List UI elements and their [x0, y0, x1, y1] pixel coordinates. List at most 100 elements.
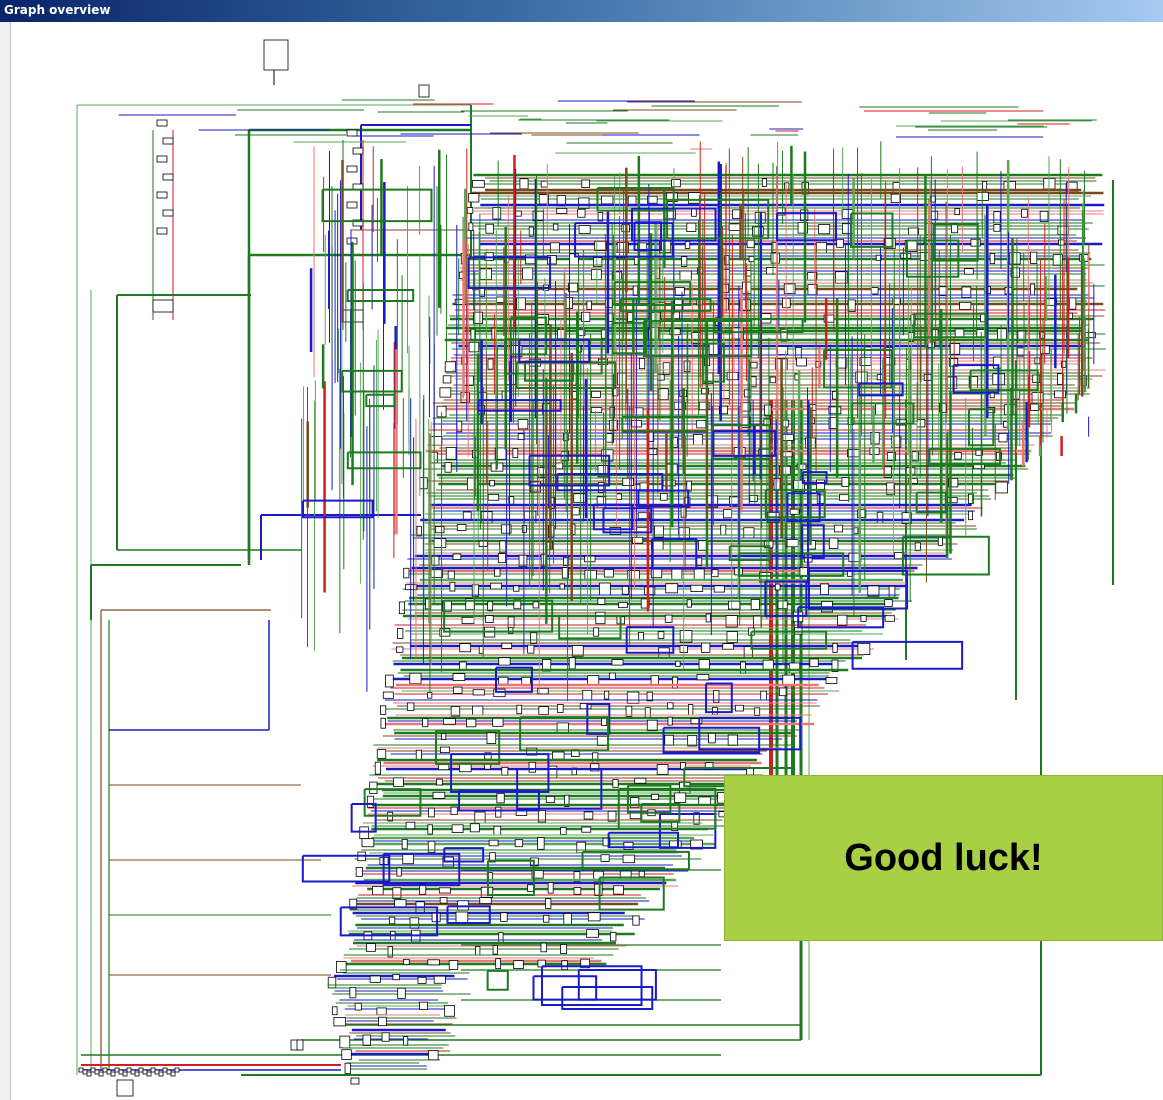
node-box[interactable] — [381, 1032, 390, 1042]
node-box[interactable] — [646, 719, 658, 732]
node-box[interactable] — [612, 779, 619, 788]
node-box[interactable] — [516, 704, 523, 715]
node-box[interactable] — [156, 227, 168, 235]
node-box[interactable] — [884, 615, 895, 622]
node-box[interactable] — [403, 567, 410, 579]
node-box[interactable] — [586, 300, 592, 310]
node-box[interactable] — [468, 193, 480, 203]
node-box[interactable] — [485, 223, 495, 234]
node-box[interactable] — [976, 191, 989, 201]
node-box[interactable] — [693, 434, 704, 446]
node-box[interactable] — [130, 1069, 136, 1075]
node-box[interactable] — [416, 525, 422, 537]
node-box[interactable] — [488, 839, 499, 847]
node-box[interactable] — [443, 718, 456, 725]
node-box[interactable] — [584, 555, 596, 563]
node-box[interactable] — [380, 717, 386, 729]
node-box[interactable] — [376, 749, 387, 759]
node-box[interactable] — [563, 913, 572, 926]
node-box[interactable] — [875, 402, 884, 416]
node-box[interactable] — [788, 662, 801, 674]
node-box[interactable] — [995, 481, 1008, 494]
node-box[interactable] — [847, 449, 860, 458]
node-box[interactable] — [453, 686, 463, 694]
node-box[interactable] — [597, 597, 606, 605]
node-box[interactable] — [349, 987, 357, 999]
node-box[interactable] — [405, 821, 416, 830]
node-box[interactable] — [1021, 208, 1028, 218]
node-box[interactable] — [722, 643, 734, 650]
node-box[interactable] — [406, 702, 415, 711]
node-box[interactable] — [494, 447, 507, 460]
node-box[interactable] — [684, 241, 691, 249]
node-box[interactable] — [427, 959, 440, 966]
node-box[interactable] — [778, 687, 787, 697]
node-box[interactable] — [796, 357, 807, 367]
node-box[interactable] — [594, 240, 607, 251]
node-box[interactable] — [496, 792, 505, 804]
node-box[interactable] — [568, 657, 576, 670]
node-box[interactable] — [555, 462, 564, 470]
node-box[interactable] — [839, 494, 850, 501]
node-box[interactable] — [393, 777, 404, 788]
node-box[interactable] — [863, 346, 872, 359]
node-box[interactable] — [657, 374, 665, 381]
node-box[interactable] — [773, 478, 781, 491]
node-box[interactable] — [627, 312, 634, 323]
node-box[interactable] — [518, 554, 528, 567]
node-box[interactable] — [696, 674, 710, 681]
node-box[interactable] — [1009, 252, 1021, 265]
node-box[interactable] — [895, 419, 907, 426]
node-box[interactable] — [466, 718, 477, 728]
node-box[interactable] — [860, 615, 867, 622]
node-box[interactable] — [666, 192, 678, 202]
node-box[interactable] — [954, 208, 960, 216]
node-box[interactable] — [603, 569, 614, 578]
node-box[interactable] — [832, 642, 838, 653]
node-box[interactable] — [664, 614, 673, 623]
node-box[interactable] — [590, 763, 600, 772]
node-box[interactable] — [596, 735, 609, 746]
node-box[interactable] — [380, 705, 387, 715]
node-box[interactable] — [350, 1077, 360, 1085]
node-box[interactable] — [746, 239, 756, 249]
node-box[interactable] — [888, 585, 896, 598]
node-box[interactable] — [602, 837, 611, 847]
node-box[interactable] — [646, 691, 654, 702]
node-box[interactable] — [472, 689, 485, 696]
node-box[interactable] — [540, 180, 548, 188]
node-box[interactable] — [508, 627, 514, 634]
node-box[interactable] — [563, 557, 570, 566]
node-box[interactable] — [542, 914, 550, 923]
node-box[interactable] — [349, 898, 358, 910]
node-box[interactable] — [662, 362, 671, 375]
node-box[interactable] — [530, 632, 538, 644]
node-box[interactable] — [1058, 239, 1065, 246]
node-box[interactable] — [761, 178, 768, 187]
node-box[interactable] — [828, 406, 842, 415]
node-box[interactable] — [679, 270, 692, 281]
node-box[interactable] — [949, 343, 961, 355]
node-box[interactable] — [114, 1067, 120, 1073]
node-box[interactable] — [489, 852, 496, 863]
node-box[interactable] — [450, 706, 461, 717]
node-box[interactable] — [531, 870, 544, 879]
node-box[interactable] — [537, 810, 546, 823]
node-box[interactable] — [774, 583, 781, 591]
node-box[interactable] — [174, 1067, 180, 1073]
node-box[interactable] — [471, 584, 480, 597]
node-box[interactable] — [98, 1071, 104, 1077]
node-box[interactable] — [537, 837, 545, 850]
node-box[interactable] — [162, 209, 174, 217]
node-box[interactable] — [427, 824, 433, 835]
node-box[interactable] — [170, 1071, 176, 1077]
node-box[interactable] — [472, 705, 484, 716]
node-box[interactable] — [693, 812, 700, 825]
node-box[interactable] — [150, 1067, 156, 1073]
node-box[interactable] — [462, 511, 472, 520]
node-box[interactable] — [930, 210, 939, 220]
node-box[interactable] — [118, 1069, 124, 1075]
node-box[interactable] — [708, 732, 716, 744]
node-box[interactable] — [146, 1071, 152, 1077]
node-box[interactable] — [538, 706, 549, 715]
